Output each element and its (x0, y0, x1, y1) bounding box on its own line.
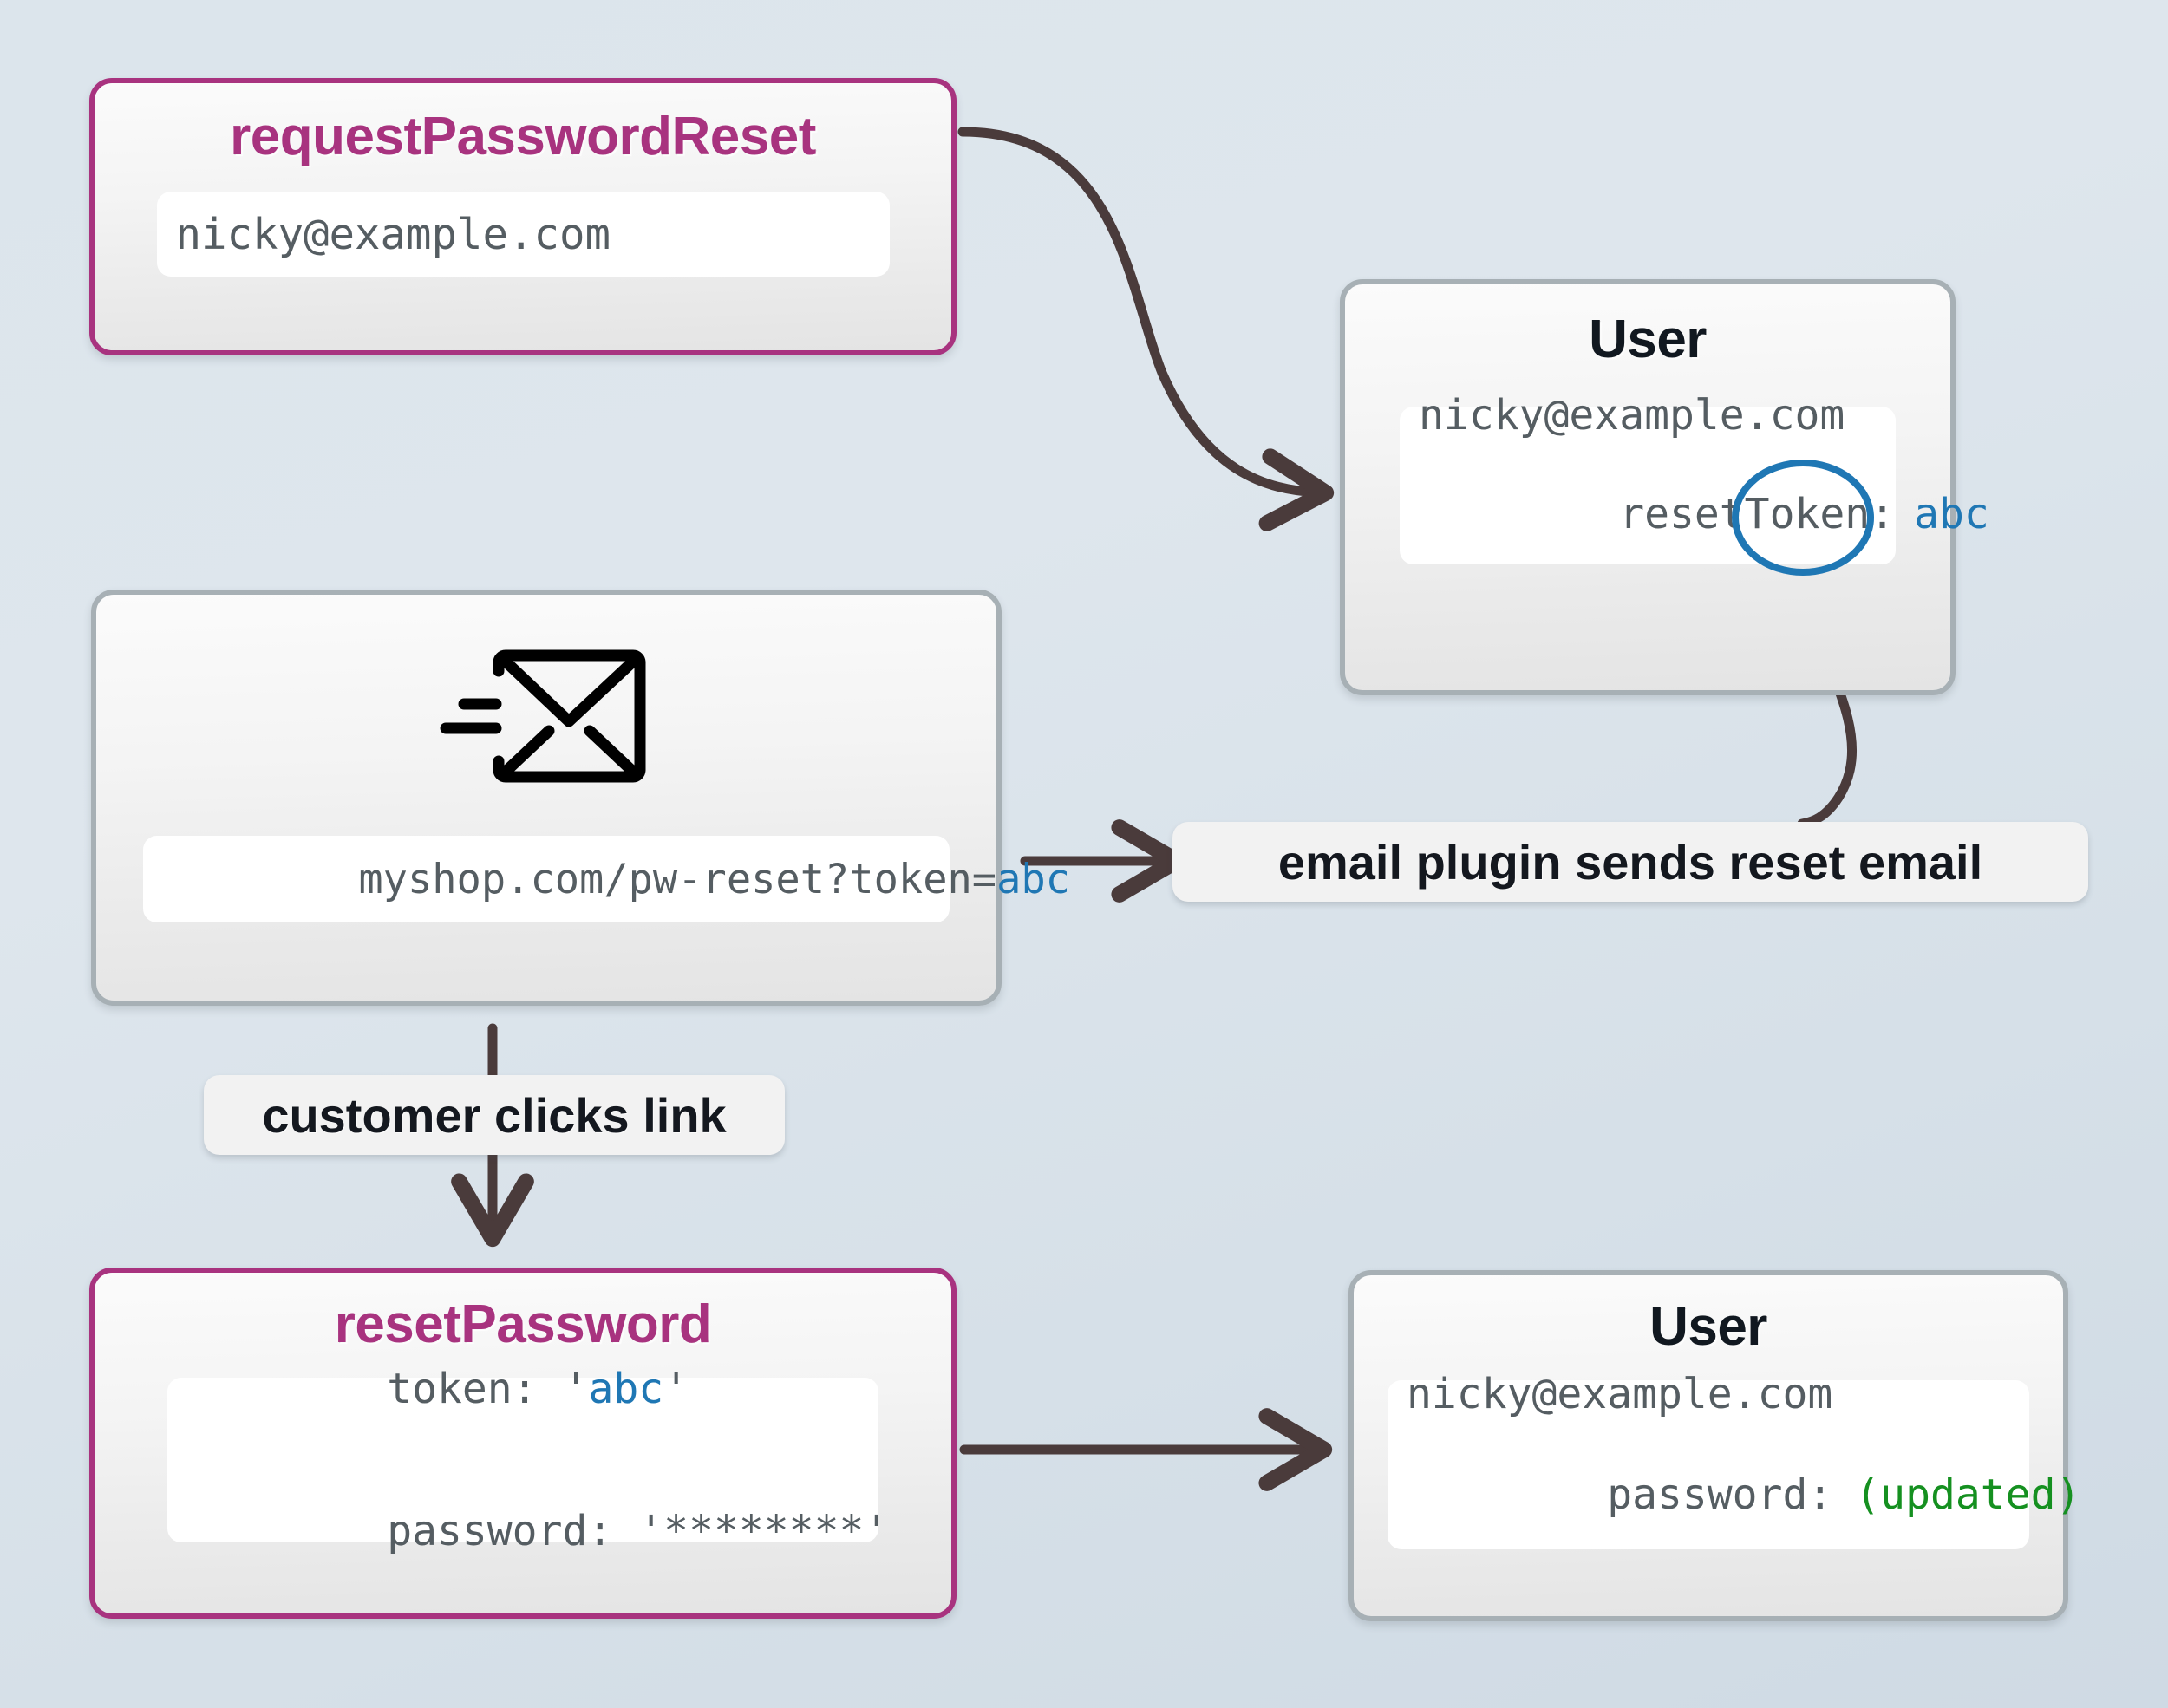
edge-request-to-user (957, 127, 1335, 531)
node-user-bottom[interactable]: User nicky@example.com password: (updated… (1348, 1270, 2080, 1621)
edge-label-email-plugin: email plugin sends reset email (1172, 822, 2088, 902)
send-envelope-icon (434, 647, 659, 786)
reset-token-label: token: (387, 1365, 538, 1413)
reset-token-quote-open: ' (563, 1365, 589, 1413)
token-highlight-circle-icon (1732, 460, 1874, 576)
user-bottom-password-label: password: (1607, 1470, 1833, 1519)
user-bottom-password-value: (updated) (1855, 1470, 2081, 1519)
user-bottom-password-row: password: (updated) (1407, 1432, 2080, 1557)
email-link-panel: myshop.com/pw-reset?token=abc (143, 836, 1070, 922)
request-email-panel: nicky@example.com (156, 192, 890, 277)
email-link-prefix: myshop.com/pw-reset?token= (358, 855, 997, 903)
reset-password-label: password: (387, 1507, 613, 1555)
email-link-row: myshop.com/pw-reset?token=abc (162, 818, 1070, 941)
node-title-request-password-reset: requestPasswordReset (230, 107, 816, 166)
reset-password-fields-panel: token: 'abc' password: '********' (167, 1368, 889, 1552)
reset-password-value: '********' (638, 1507, 890, 1555)
node-email-message[interactable]: myshop.com/pw-reset?token=abc (91, 590, 1070, 1006)
reset-password-row: password: '********' (186, 1469, 889, 1594)
node-reset-password[interactable]: resetPassword token: 'abc' password: '****… (89, 1268, 957, 1619)
node-request-password-reset[interactable]: requestPasswordReset nicky@example.com (89, 78, 957, 355)
user-bottom-fields-panel: nicky@example.com password:(updated) (1388, 1373, 2080, 1549)
edge-label-customer-clicks-link: customer clicks link (204, 1075, 785, 1155)
user-bottom-email: nicky@example.com (1407, 1369, 1833, 1418)
user-top-token-row: resetToken: abc (1419, 452, 1989, 577)
request-email-value: nicky@example.com (175, 209, 611, 259)
reset-token-row: token: 'abc' (186, 1327, 878, 1451)
user-top-fields-panel: nicky@example.com resetToken: abc (1400, 394, 1989, 576)
node-title-reset-password: resetPassword (334, 1294, 712, 1354)
user-top-token-value: abc (1914, 490, 1989, 538)
node-title-user-top: User (1589, 310, 1707, 369)
node-user-top[interactable]: User nicky@example.com resetToken: abc (1340, 279, 1989, 695)
node-title-user-bottom: User (1649, 1297, 1767, 1357)
reset-token-quote-close: ' (663, 1365, 689, 1413)
user-top-email: nicky@example.com (1419, 391, 1845, 440)
user-top-token-label: resetToken: (1619, 490, 1896, 538)
email-link-token: abc (996, 855, 1070, 903)
reset-token-value: abc (588, 1365, 664, 1413)
